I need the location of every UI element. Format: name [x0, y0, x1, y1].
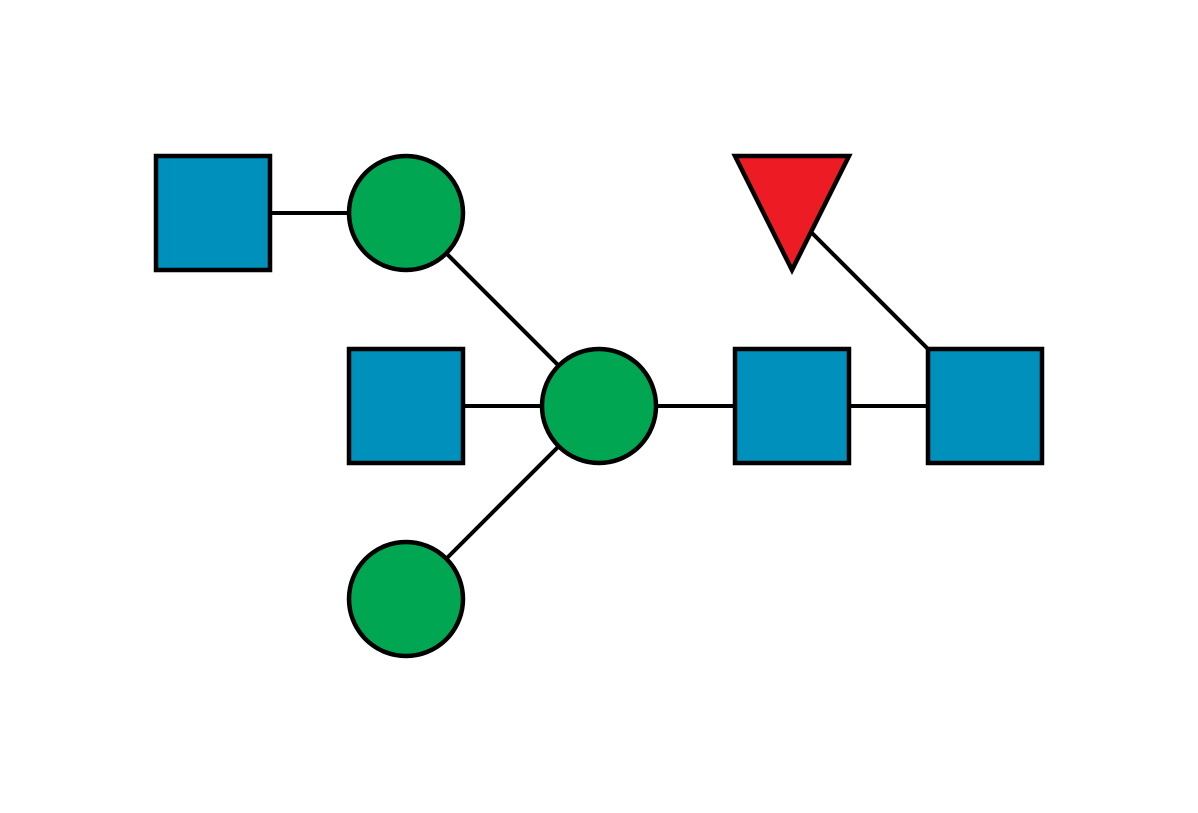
sq-middle-right-square-icon: [732, 346, 852, 466]
circ-top-circle-icon: [346, 153, 466, 273]
tri-top-right-triangle-icon: [731, 153, 853, 276]
circ-bottom-circle-icon: [346, 539, 466, 659]
sq-middle-left-square-icon: [346, 346, 466, 466]
sq-far-right-square-icon: [925, 346, 1045, 466]
circ-center-circle-icon: [539, 346, 659, 466]
sq-top-left-square-icon: [153, 153, 273, 273]
residues-layer: [153, 153, 1045, 659]
